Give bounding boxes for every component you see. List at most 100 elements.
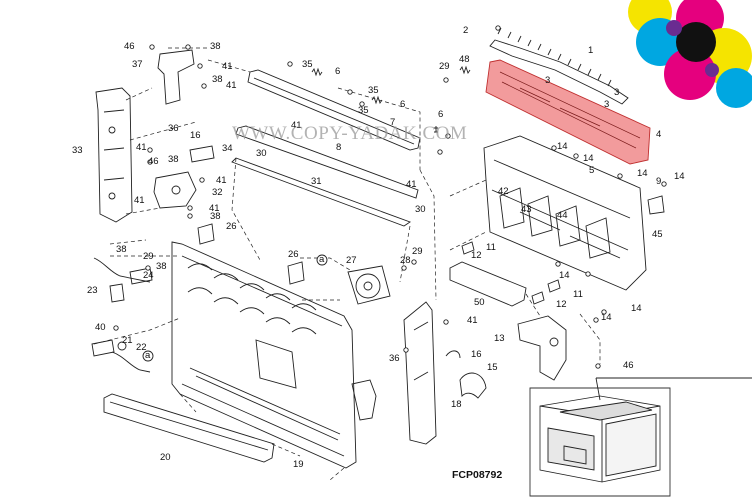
part-4-highlighted-frame: [485, 59, 651, 165]
callout-24: 24: [143, 270, 154, 281]
callout-41: 41: [467, 315, 478, 326]
callout-18: 18: [451, 399, 462, 410]
callout-41: 41: [136, 142, 147, 153]
watermark-text: WWW.COPY-YADAK.COM: [232, 123, 468, 144]
callout-41: 41: [226, 80, 237, 91]
part-45-main-frame: [483, 135, 647, 291]
callout-14: 14: [637, 168, 648, 179]
callout-12: 12: [556, 299, 567, 310]
part-rail-upper: [247, 69, 421, 151]
callout-4: 4: [656, 129, 662, 140]
printer-inset: [529, 377, 752, 497]
callout-48: 48: [459, 54, 470, 65]
callout-29: 29: [143, 251, 154, 262]
callout-45: 45: [652, 229, 663, 240]
callout-a: a: [319, 254, 325, 265]
callout-22: 22: [136, 342, 147, 353]
callout-30: 30: [256, 148, 267, 159]
part-15-roller: [459, 372, 487, 399]
callout-14: 14: [583, 153, 594, 164]
callout-46: 46: [124, 41, 135, 52]
callout-38: 38: [212, 74, 223, 85]
callout-34: 34: [222, 143, 233, 154]
callout-37: 37: [132, 59, 143, 70]
callout-6: 6: [438, 109, 444, 120]
callout-43: 43: [521, 204, 532, 215]
callout-29: 29: [439, 61, 450, 72]
callout-12: 12: [471, 250, 482, 261]
callout-19: 19: [293, 459, 304, 470]
callout-8: 8: [336, 142, 342, 153]
callout-41: 41: [291, 120, 302, 131]
part-13-bracket: [517, 315, 567, 381]
callout-a: a: [145, 350, 151, 361]
part-27-fan: [347, 265, 391, 305]
part-50-bar: [449, 261, 527, 307]
part-20-bar: [103, 393, 275, 463]
callout-3: 3: [604, 99, 610, 110]
part-22-harness: [91, 339, 151, 373]
callout-6: 6: [335, 66, 341, 77]
callout-46: 46: [148, 156, 159, 167]
callout-14: 14: [601, 312, 612, 323]
callout-26: 26: [288, 249, 299, 260]
callout-29: 29: [412, 246, 423, 257]
callout-21: 21: [122, 335, 133, 346]
part-19-door: [171, 241, 377, 469]
callout-5: 5: [589, 165, 595, 176]
callout-23: 23: [87, 285, 98, 296]
callout-33: 33: [72, 145, 83, 156]
part-31-rod: [231, 157, 411, 227]
figure-code: FCP08792: [452, 469, 503, 481]
callout-41: 41: [209, 203, 220, 214]
callout-36: 36: [168, 123, 179, 134]
callout-35: 35: [302, 59, 313, 70]
callout-40: 40: [95, 322, 106, 333]
part-18-rail: [403, 301, 437, 445]
callout-35: 35: [368, 85, 379, 96]
callout-41: 41: [222, 61, 233, 72]
callout-50: 50: [474, 297, 485, 308]
callout-14: 14: [631, 303, 642, 314]
callout-28: 28: [400, 255, 411, 266]
callout-9: 9: [656, 176, 662, 187]
callout-2: 2: [463, 25, 469, 36]
callout-38: 38: [156, 261, 167, 272]
part-24-sensor: [93, 257, 153, 303]
callout-11: 11: [573, 289, 583, 300]
callout-3: 3: [545, 75, 551, 86]
callout-44: 44: [557, 210, 568, 221]
part-8-rail: [235, 125, 419, 199]
callout-41: 41: [406, 179, 417, 190]
part-16-clip: [189, 145, 215, 163]
part-1-bracket: [489, 27, 629, 105]
callout-16: 16: [190, 130, 201, 141]
callout-26: 26: [226, 221, 237, 232]
callout-38: 38: [116, 244, 127, 255]
callout-46: 46: [623, 360, 634, 371]
callout-11: 11: [486, 242, 496, 253]
part-37-bracket: [157, 49, 195, 105]
callout-38: 38: [168, 154, 179, 165]
callout-14: 14: [559, 270, 570, 281]
callout-20: 20: [160, 452, 171, 463]
color-circles-logo: [628, 0, 752, 108]
callout-36: 36: [389, 353, 400, 364]
callout-7: 7: [390, 117, 396, 128]
part-9-clip: [647, 195, 665, 215]
callout-32: 32: [212, 187, 223, 198]
callout-13: 13: [494, 333, 505, 344]
callout-16: 16: [471, 349, 482, 360]
pins: [445, 241, 561, 359]
leader-lines: [93, 47, 601, 481]
callout-27: 27: [346, 255, 357, 266]
callout-41: 41: [134, 195, 145, 206]
callout-3: 3: [614, 87, 620, 98]
callout-6: 6: [400, 99, 406, 110]
screws: [113, 25, 667, 369]
callout-1: 1: [588, 45, 594, 56]
part-26-cover: [197, 223, 305, 285]
callout-42: 42: [498, 186, 509, 197]
callout-14: 14: [674, 171, 685, 182]
